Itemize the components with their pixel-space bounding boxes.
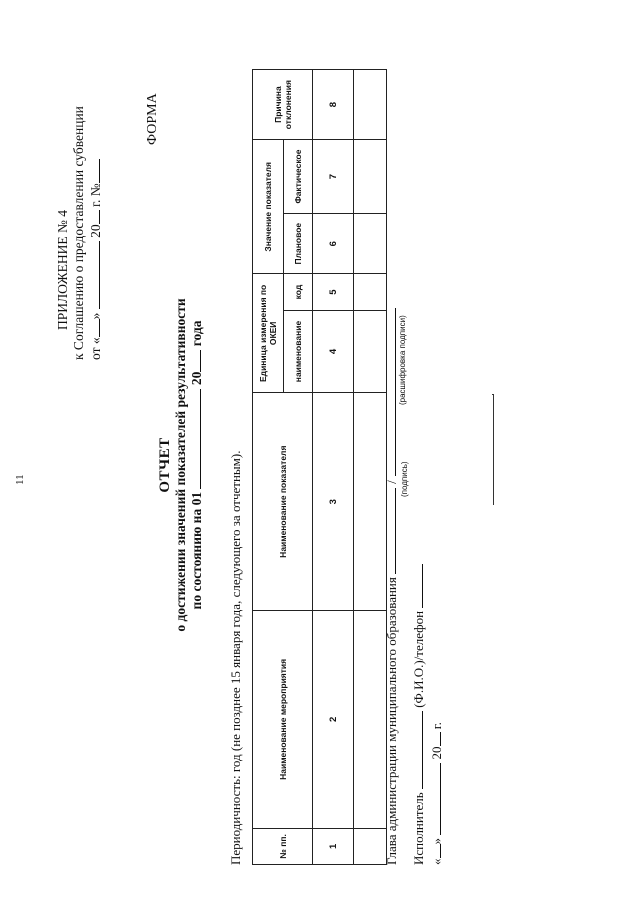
periodicity-note: Периодичность: год (не позднее 15 января… [228, 450, 243, 865]
decode-caption: (расшифровка подписи) [398, 315, 407, 405]
status-suffix: года [189, 320, 204, 347]
date-year: 20 [429, 746, 444, 760]
col-header-actual: Фактическое [283, 139, 313, 214]
stray-rule [493, 395, 494, 505]
appendix-date-prefix: от « [88, 337, 103, 360]
status-year: 20 [189, 371, 204, 386]
appendix-agreement-line: к Соглашению о предоставлении субвенции [71, 106, 86, 360]
col-header-value-group: Значение показателя [252, 139, 284, 274]
date-line: « » 20 г. [428, 722, 445, 865]
table-cell: 2 [312, 610, 354, 829]
report-title: ОТЧЕТ [157, 437, 173, 493]
col-header-number: № пп. [252, 828, 313, 865]
decode-blank [383, 308, 396, 477]
head-label: Глава администрации муниципального образ… [384, 577, 399, 865]
table-cell: 1 [312, 828, 354, 865]
page-number: 11 [14, 474, 26, 485]
table-cell [353, 69, 387, 140]
col-header-reason: Причина отклонения [252, 69, 313, 140]
year-blank [87, 210, 100, 225]
executor-fio: (Ф.И.О.)/телефон [411, 610, 426, 708]
table-cell [353, 392, 387, 611]
table-cell: 5 [312, 273, 354, 311]
month-blank [87, 241, 100, 310]
table-cell [353, 139, 387, 214]
table-cell [353, 273, 387, 311]
date-close: » [429, 838, 444, 845]
stray-mark [492, 394, 494, 395]
table-row: 1 2 3 4 5 6 7 8 [312, 69, 354, 865]
table-cell: 8 [312, 69, 354, 140]
appendix-title: ПРИЛОЖЕНИЕ № 4 [55, 209, 70, 331]
executor-blank [410, 711, 423, 790]
phone-blank [410, 563, 423, 608]
status-month-blank [188, 388, 201, 489]
date-year-blank [428, 732, 441, 747]
col-header-planned: Плановое [283, 213, 313, 274]
table-row [353, 69, 387, 865]
executor-line: Исполнитель (Ф.И.О.)/телефон [410, 563, 427, 865]
report-subtitle: о достижении значений показателей резуль… [173, 298, 188, 632]
report-title-block: ОТЧЕТ о достижении значений показателей … [157, 265, 204, 665]
col-header-event: Наименование мероприятия [252, 610, 313, 829]
executor-label: Исполнитель [411, 792, 426, 865]
table-cell: 7 [312, 139, 354, 214]
col-header-unit-code: код [283, 273, 313, 311]
date-day-blank [428, 844, 441, 859]
slash-separator: / [384, 480, 399, 484]
date-suffix: г. [429, 722, 444, 730]
table-cell [353, 828, 387, 865]
table-cell: 4 [312, 310, 354, 393]
appendix-year: 20 [88, 224, 103, 238]
table-cell: 3 [312, 392, 354, 611]
indicators-table: № пп. Наименование мероприятия Наименова… [252, 69, 387, 865]
signature-blank [383, 487, 396, 574]
appendix-number-prefix: г. № [88, 183, 103, 208]
report-status-line: по состоянию на 01 20 года [188, 265, 204, 665]
appendix-block: ПРИЛОЖЕНИЕ № 4 к Соглашению о предоставл… [55, 106, 104, 360]
number-blank [87, 159, 100, 184]
date-open: « [429, 858, 444, 866]
table-cell [353, 610, 387, 829]
table-cell [353, 310, 387, 393]
status-prefix: по состоянию на 01 [189, 491, 204, 610]
date-month-blank [428, 762, 441, 835]
table-cell: 6 [312, 213, 354, 274]
appendix-date-mid: » [88, 312, 103, 320]
appendix-date-line: от « » 20 г. № [87, 159, 104, 360]
status-year-blank [188, 349, 201, 372]
table-cell [353, 213, 387, 274]
day-blank [87, 319, 100, 338]
form-label: ФОРМА [145, 93, 160, 145]
col-header-indicator: Наименование показателя [252, 392, 313, 611]
signature-caption: (подпись) [400, 461, 409, 497]
col-header-unit-name: наименование [283, 310, 313, 393]
col-header-unit-group: Единица измерения по ОКЕИ [252, 273, 284, 393]
